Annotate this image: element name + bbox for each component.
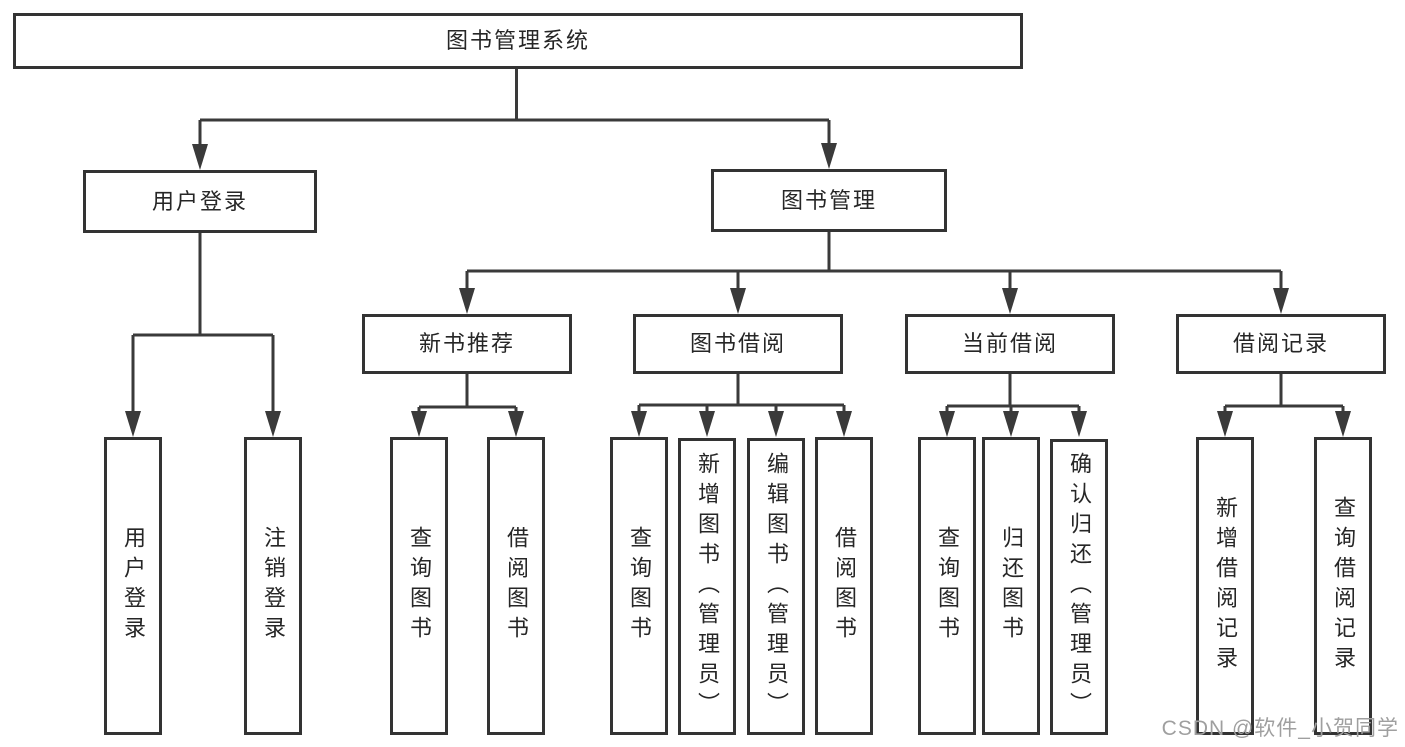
leaf-br-query-borrow-record: 查询借阅记录 — [1314, 437, 1372, 735]
node-current-borrow: 当前借阅 — [905, 314, 1115, 374]
arrowheads — [125, 143, 1351, 437]
node-new-book-recommend: 新书推荐 — [362, 314, 572, 374]
leaf-cb-return-books: 归还图书 — [982, 437, 1040, 735]
leaf-nbr-query-books: 查询图书 — [390, 437, 448, 735]
leaf-bb-add-books-admin: 新增图书（管理员） — [678, 438, 736, 735]
leaf-bb-query-books: 查询图书 — [610, 437, 668, 735]
node-book-borrow: 图书借阅 — [633, 314, 843, 374]
leaf-bb-borrow-books: 借阅图书 — [815, 437, 873, 735]
leaf-cb-query-books: 查询图书 — [918, 437, 976, 735]
node-book-management: 图书管理 — [711, 169, 947, 232]
leaf-nbr-borrow-books: 借阅图书 — [487, 437, 545, 735]
leaf-bb-edit-books-admin: 编辑图书（管理员） — [747, 438, 805, 735]
leaf-user-login: 用户登录 — [104, 437, 162, 735]
leaf-br-add-borrow-record: 新增借阅记录 — [1196, 437, 1254, 735]
node-user-login: 用户登录 — [83, 170, 317, 233]
leaf-cb-confirm-return-admin: 确认归还（管理员） — [1050, 439, 1108, 735]
csdn-watermark: CSDN @软件_小贺同学 — [1161, 717, 1399, 740]
leaf-logout-login: 注销登录 — [244, 437, 302, 735]
node-borrow-records: 借阅记录 — [1176, 314, 1386, 374]
node-root-system: 图书管理系统 — [13, 13, 1023, 69]
